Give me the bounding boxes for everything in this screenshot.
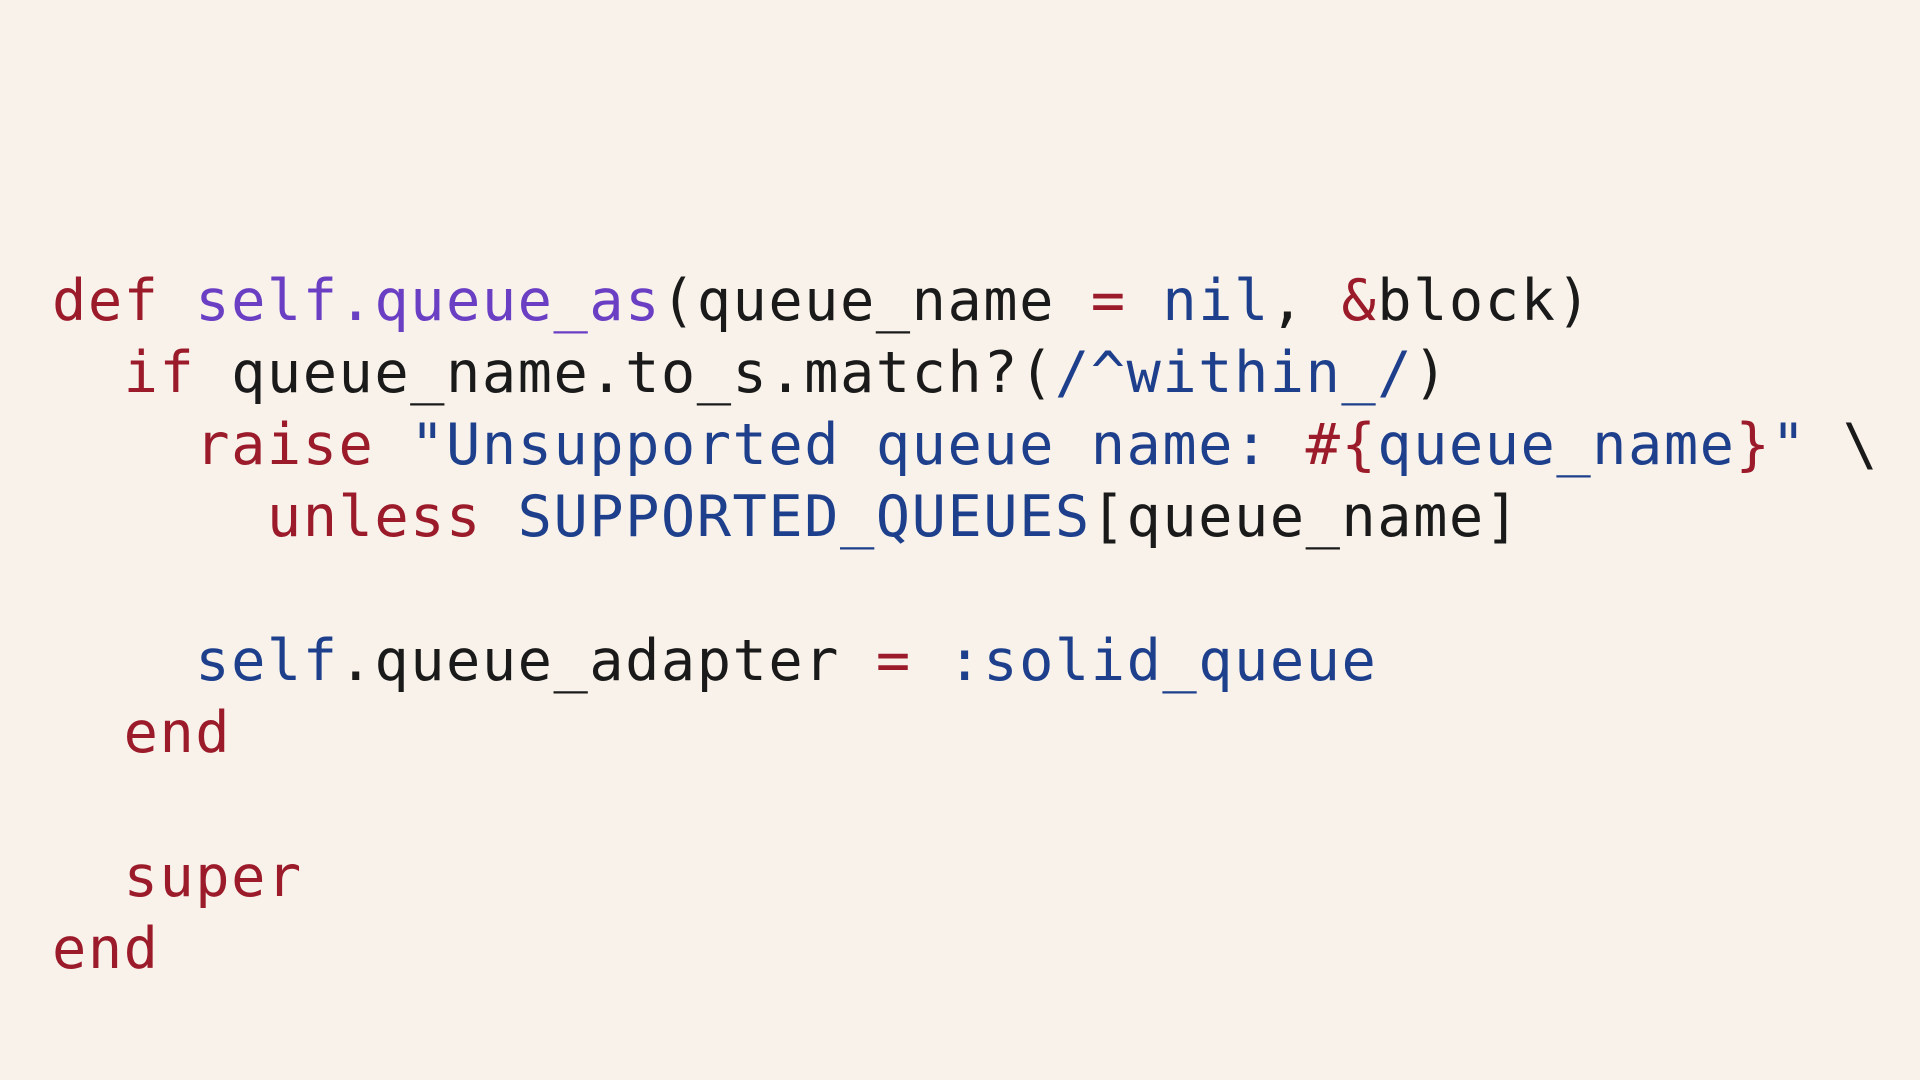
code-token: /^within_/ <box>1054 340 1414 406</box>
code-token: end <box>52 916 160 982</box>
code-token: ) <box>1413 340 1449 406</box>
code-token: unless <box>266 484 482 550</box>
code-token: & <box>1341 268 1378 334</box>
code-indent <box>52 340 124 406</box>
code-token: [queue_name] <box>1090 484 1521 550</box>
code-token <box>912 628 948 694</box>
code-token: block) <box>1377 268 1593 334</box>
code-token: self <box>195 628 339 694</box>
code-token: def <box>52 268 160 334</box>
code-token: \ <box>1807 412 1879 478</box>
code-token: = <box>875 628 912 694</box>
code-line: self.queue_adapter = :solid_queue <box>52 625 1892 697</box>
code-line: end <box>52 913 1892 985</box>
code-token: "Unsupported queue name: <box>410 412 1306 478</box>
code-indent <box>52 844 124 910</box>
code-token: raise <box>195 412 375 478</box>
code-indent <box>52 412 195 478</box>
code-token: queue_name.to_s.match?( <box>195 340 1055 406</box>
code-indent <box>52 484 267 550</box>
code-token: :solid_queue <box>947 628 1378 694</box>
code-token <box>159 268 195 334</box>
code-line: if queue_name.to_s.match?(/^within_/) <box>52 337 1892 409</box>
code-line: def self.queue_as(queue_name = nil, &blo… <box>52 265 1892 337</box>
code-token: SUPPORTED_QUEUES <box>517 484 1091 550</box>
code-token: if <box>123 340 196 406</box>
code-token: (queue_name <box>660 268 1091 334</box>
code-token: end <box>123 700 232 766</box>
code-line: raise "Unsupported queue name: #{queue_n… <box>52 409 1892 481</box>
code-indent <box>52 700 124 766</box>
code-line: unless SUPPORTED_QUEUES[queue_name] <box>52 481 1892 553</box>
code-token: #{ <box>1305 412 1378 478</box>
code-token <box>1127 268 1163 334</box>
code-token: queue_name <box>1377 412 1736 478</box>
code-token: nil <box>1162 268 1270 334</box>
code-token: " <box>1771 412 1808 478</box>
code-token <box>374 412 410 478</box>
code-line: end <box>52 697 1892 769</box>
code-line <box>52 553 1892 625</box>
code-token <box>482 484 518 550</box>
code-token: = <box>1090 268 1127 334</box>
code-line <box>52 769 1892 841</box>
code-token: , <box>1269 268 1342 334</box>
code-token: .queue_adapter <box>338 628 876 694</box>
code-token: } <box>1735 412 1772 478</box>
code-line: super <box>52 841 1892 913</box>
code-token: self.queue_as <box>195 268 661 334</box>
code-token: super <box>123 844 303 910</box>
code-indent <box>52 628 195 694</box>
code-block: def self.queue_as(queue_name = nil, &blo… <box>52 265 1892 985</box>
